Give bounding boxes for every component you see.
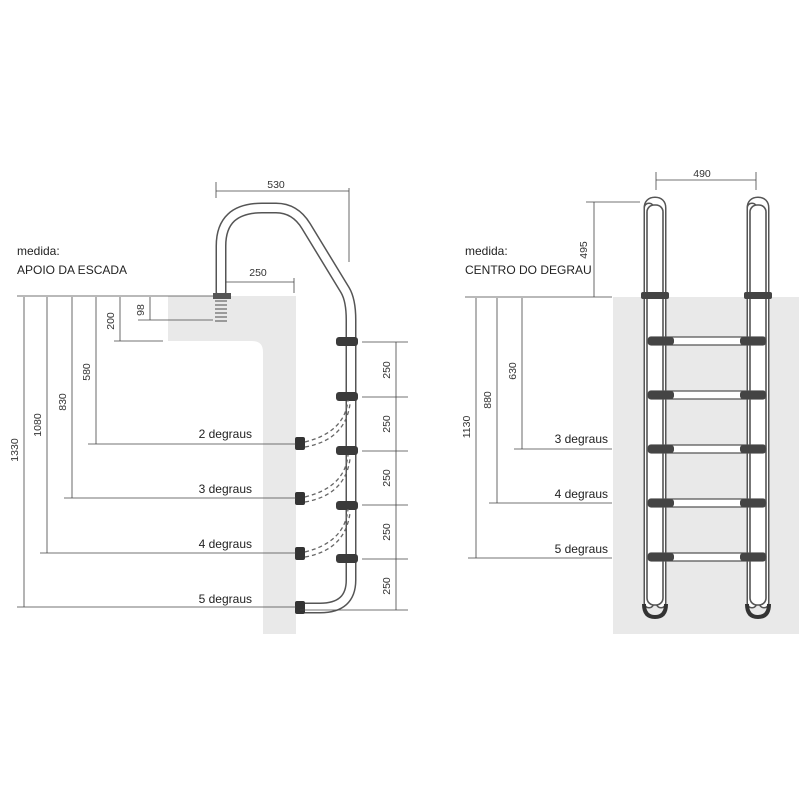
left-heading-line2: APOIO DA ESCADA [17, 263, 127, 277]
wall-pad [295, 492, 305, 505]
right-diagram: medida: CENTRO DO DEGRAU 490 [461, 168, 799, 634]
ladder-step [647, 552, 767, 562]
ladder-handrail-inner [217, 204, 355, 612]
right-heading-line1: medida: [465, 244, 508, 258]
right-foot [745, 603, 771, 620]
step-spacing-4: 250 [381, 523, 393, 541]
wall-pad [295, 547, 305, 560]
dim-495-label: 495 [578, 241, 590, 259]
wall-pad [295, 437, 305, 450]
dim-630-label: 630 [507, 362, 519, 380]
right-rail-body [749, 204, 767, 606]
step-spacing-2: 250 [381, 415, 393, 433]
step-spacing-5: 250 [381, 577, 393, 595]
ladder-step [647, 444, 767, 454]
anchor-flange [213, 293, 231, 299]
left-flange [641, 292, 669, 299]
alt-return-4 [304, 508, 349, 553]
dim-98-label: 98 [135, 304, 147, 316]
left-step-label-4: 4 degraus [199, 537, 252, 551]
ladder-step [647, 390, 767, 400]
right-flange [744, 292, 772, 299]
right-step-label-3: 3 degraus [555, 432, 608, 446]
step-bracket [336, 554, 358, 563]
alt-return-4b [304, 512, 351, 558]
dim-530-label: 530 [267, 179, 285, 191]
left-step-label-2: 2 degraus [199, 427, 252, 441]
left-step-label-5: 5 degraus [199, 592, 252, 606]
right-step-label-5: 5 degraus [555, 542, 608, 556]
dim-1330-label: 1330 [9, 438, 21, 462]
ladder-step [647, 336, 767, 346]
step-bracket [336, 501, 358, 510]
dim-490-label: 490 [693, 168, 711, 180]
alt-return-2 [304, 399, 349, 443]
dim-200-label: 200 [105, 312, 117, 330]
right-heading-line2: CENTRO DO DEGRAU [465, 263, 592, 277]
step-bracket [336, 446, 358, 455]
dim-880-label: 880 [482, 391, 494, 409]
right-step-label-4: 4 degraus [555, 487, 608, 501]
left-diagram: medida: APOIO DA ESCADA [9, 179, 408, 634]
anchor-bolt [215, 300, 227, 322]
left-foot [642, 603, 668, 620]
alt-return-3 [304, 454, 349, 498]
left-heading-line1: medida: [17, 244, 60, 258]
ladder-step [647, 498, 767, 508]
left-step-label-3: 3 degraus [199, 482, 252, 496]
dim-830-label: 830 [57, 393, 69, 411]
pool-wall-front [613, 297, 799, 634]
left-rail-body [646, 204, 664, 606]
dim-1080-label: 1080 [32, 413, 44, 437]
step-spacing-1: 250 [381, 361, 393, 379]
dim-1130-label: 1130 [461, 416, 473, 439]
alt-return-3b [304, 458, 351, 503]
step-bracket [336, 337, 358, 346]
step-bracket [336, 392, 358, 401]
dim-580-label: 580 [81, 363, 93, 381]
step-spacing-3: 250 [381, 469, 393, 487]
pool-wall-section [168, 296, 296, 634]
wall-pad [295, 601, 305, 614]
alt-return-2b [304, 403, 351, 448]
dim-reach-label: 250 [249, 267, 267, 279]
